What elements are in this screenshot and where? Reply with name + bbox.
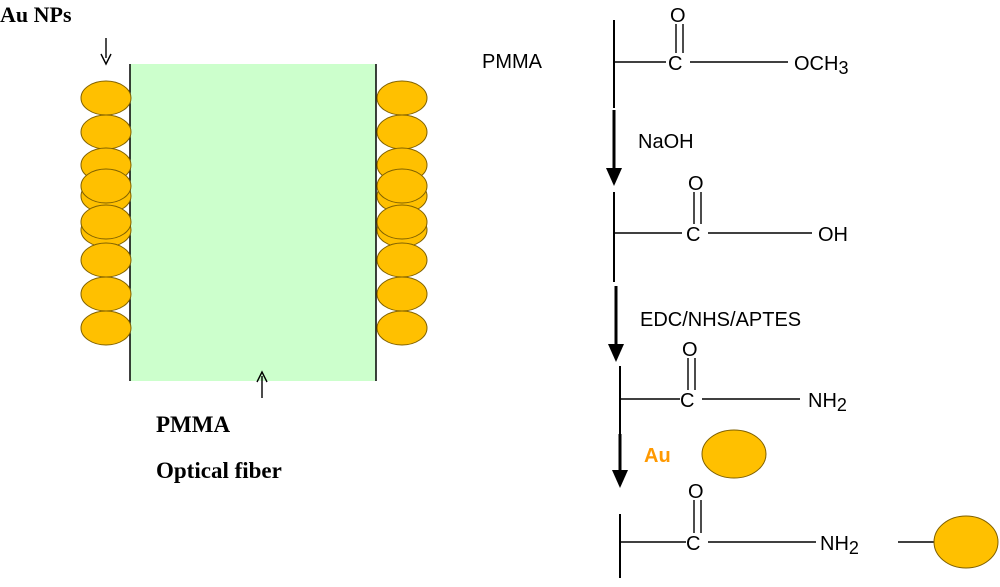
au-nanoparticle (80, 114, 132, 150)
au-nanoparticle (80, 242, 132, 278)
carbon-atom: C (680, 390, 694, 412)
bound-au-nanoparticle (933, 515, 999, 569)
amine-group: NH2 (820, 533, 859, 558)
reaction-arrow-naoh (606, 110, 622, 186)
au-nanoparticle (80, 310, 132, 346)
au-nanoparticle (80, 80, 132, 116)
au-nps-arrow (100, 38, 112, 66)
oxygen-atom: O (682, 339, 698, 361)
au-nanoparticle (376, 242, 428, 278)
optical-fiber-label: Optical fiber (156, 458, 282, 483)
carbon-atom: C (686, 533, 700, 555)
au-nanoparticle (376, 276, 428, 312)
au-nanoparticle (376, 204, 428, 240)
reagent-naoh: NaOH (638, 131, 694, 153)
oxygen-atom: O (688, 173, 704, 195)
amine-group: NH2 (808, 390, 847, 415)
au-nanoparticle-reagent (701, 429, 767, 479)
pmma-scheme-label: PMMA (482, 51, 543, 73)
reaction-arrow-au (612, 434, 628, 488)
structure-amide: C O NH2 (619, 339, 847, 434)
au-nanoparticle (376, 114, 428, 150)
structure-pmma-ester: PMMA C O OCH3 (482, 5, 848, 108)
reagent-edc-nhs-aptes: EDC/NHS/APTES (640, 309, 801, 331)
structure-amide-au: C O NH2 (619, 481, 999, 578)
au-nanoparticle (376, 80, 428, 116)
right-nanoparticles (376, 80, 428, 346)
reaction-arrow-edc (608, 286, 624, 362)
structure-carboxylic-acid: C O OH (613, 173, 848, 282)
oxygen-atom: O (670, 5, 686, 27)
optical-fiber-core (130, 64, 376, 381)
carbon-atom: C (686, 224, 700, 246)
au-nanoparticle (376, 310, 428, 346)
au-nanoparticle (80, 276, 132, 312)
oxygen-atom: O (688, 481, 704, 503)
au-nps-label: Au NPs (0, 2, 72, 27)
reagent-au: Au (644, 445, 671, 467)
au-nanoparticle (80, 168, 132, 204)
au-nanoparticle (80, 204, 132, 240)
au-nanoparticle (376, 168, 428, 204)
pmma-fiber-arrow (256, 370, 268, 398)
pmma-label: PMMA (156, 412, 230, 437)
methoxy-group: OCH3 (794, 53, 848, 78)
carbon-atom: C (668, 53, 682, 75)
left-nanoparticles (80, 80, 132, 346)
hydroxyl-group: OH (818, 224, 848, 246)
